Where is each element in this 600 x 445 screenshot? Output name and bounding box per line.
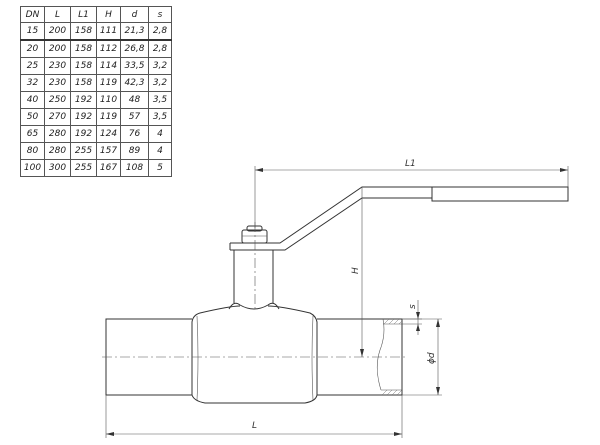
dimension-l1: L1 bbox=[254, 159, 569, 228]
header-s: s bbox=[148, 6, 172, 23]
valve-body bbox=[191, 305, 318, 404]
table-header-row: DN L L1 H d s bbox=[20, 6, 172, 23]
handle bbox=[229, 186, 569, 251]
label-l: L bbox=[252, 421, 257, 431]
label-h: H bbox=[351, 267, 361, 274]
stem-nut bbox=[241, 225, 268, 244]
table-cell: 5 bbox=[148, 159, 172, 177]
header-l: L bbox=[44, 6, 71, 23]
dimension-h: H bbox=[351, 198, 364, 357]
header-l1: L1 bbox=[70, 6, 97, 23]
label-s: s bbox=[408, 304, 418, 309]
label-l1: L1 bbox=[405, 159, 416, 169]
table-cell: 108 bbox=[120, 159, 149, 177]
dimension-s: s bbox=[402, 300, 422, 335]
right-pipe bbox=[317, 318, 403, 396]
stem-neck bbox=[228, 250, 280, 310]
dimension-d: ϕd bbox=[402, 318, 442, 396]
dimension-l: L bbox=[105, 395, 403, 438]
table-cell: 255 bbox=[70, 159, 97, 177]
header-dn: DN bbox=[20, 6, 45, 23]
header-h: H bbox=[96, 6, 121, 23]
table-cell: 3,2 bbox=[148, 57, 172, 75]
table-cell: 200 bbox=[44, 22, 71, 41]
label-d: ϕd bbox=[427, 352, 437, 364]
table-cell: 2,8 bbox=[148, 22, 172, 41]
table-cell: 15 bbox=[20, 22, 45, 41]
